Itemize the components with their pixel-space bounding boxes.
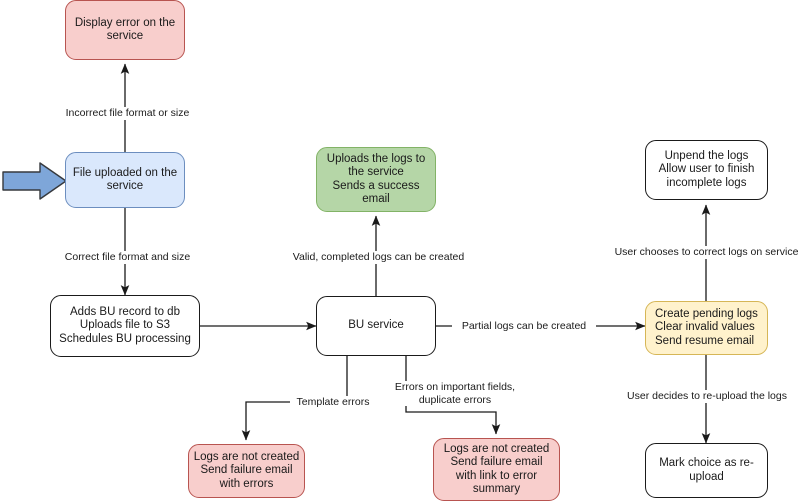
node-create-pending-logs[interactable]: Create pending logs Clear invalid values… bbox=[645, 301, 768, 355]
node-display-error[interactable]: Display error on the service bbox=[65, 0, 185, 60]
node-logs-not-created-template[interactable]: Logs are not created Send failure email … bbox=[188, 444, 305, 498]
edge-label-template-errors: Template errors bbox=[290, 396, 376, 409]
node-adds-bu-record[interactable]: Adds BU record to db Uploads file to S3 … bbox=[50, 295, 200, 357]
node-mark-choice[interactable]: Mark choice as re- upload bbox=[645, 443, 768, 498]
edge-label-valid-logs: Valid, completed logs can be created bbox=[283, 251, 474, 264]
edge-label-user-reuploads: User decides to re-upload the logs bbox=[618, 390, 796, 403]
edge-label-field-errors: Errors on important fields, duplicate er… bbox=[392, 381, 518, 406]
node-unpend-logs[interactable]: Unpend the logs Allow user to finish inc… bbox=[645, 140, 768, 200]
node-uploads-logs[interactable]: Uploads the logs to the service Sends a … bbox=[316, 147, 436, 212]
entry-arrow-icon bbox=[2, 162, 67, 200]
node-bu-service[interactable]: BU service bbox=[316, 296, 436, 356]
edge-label-incorrect-format: Incorrect file format or size bbox=[57, 107, 198, 120]
node-logs-not-created-fields[interactable]: Logs are not created Send failure email … bbox=[433, 438, 560, 501]
edge-label-partial-logs: Partial logs can be created bbox=[452, 320, 596, 333]
edge-label-user-corrects: User chooses to correct logs on service bbox=[608, 246, 801, 259]
node-file-uploaded[interactable]: File uploaded on the service bbox=[65, 152, 185, 208]
edge-label-correct-format: Correct file format and size bbox=[57, 251, 198, 264]
